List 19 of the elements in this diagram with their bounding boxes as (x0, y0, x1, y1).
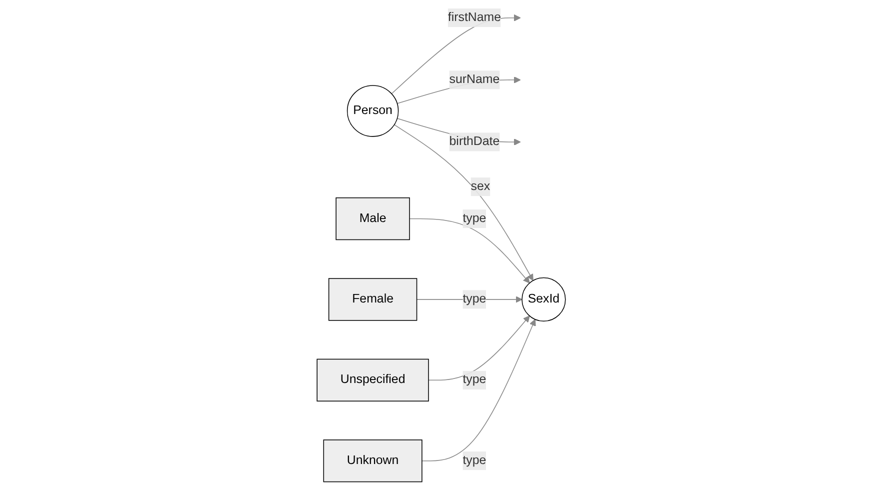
edge-label: birthDate (450, 135, 500, 148)
edge-label: surName (450, 72, 500, 86)
arrow (394, 124, 534, 281)
edge-label: type (463, 212, 487, 225)
arrow (422, 319, 536, 462)
arrow (428, 316, 530, 381)
node-circle: Person (347, 85, 400, 137)
edge-label: firstName (448, 10, 502, 24)
edge-label: type (463, 292, 487, 306)
arrow (392, 14, 522, 94)
node-box: Female (328, 278, 418, 321)
edge-label: type (463, 454, 487, 468)
arrow (410, 218, 530, 284)
node-box: Male (336, 197, 410, 240)
node-box: Unknown (324, 440, 423, 482)
node-box: Unspecified (317, 358, 430, 402)
edge-label: type (463, 373, 487, 386)
edge-label: sex (471, 180, 491, 193)
node-circle: SexId (522, 277, 566, 322)
